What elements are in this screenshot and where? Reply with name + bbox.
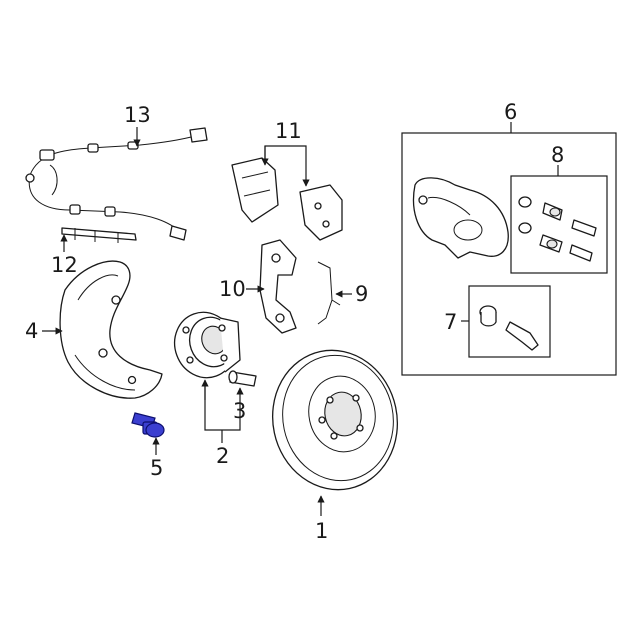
leader-lines: [42, 122, 559, 516]
callout-9: 9: [355, 282, 368, 306]
callout-numbers: 1 2 3 4 5 6 7 8 9 10 11 12 13: [25, 100, 564, 543]
shield-bolt-5: [131, 412, 165, 438]
callout-3: 3: [233, 399, 246, 423]
sensor-bracket-12: [61, 227, 137, 243]
bleeder-kit-7: [479, 305, 539, 351]
callout-6: 6: [504, 100, 517, 124]
anti-rattle-clip-9: [317, 261, 341, 325]
wheel-stud-3: [228, 370, 257, 387]
callout-7: 7: [444, 310, 457, 334]
callout-11: 11: [275, 119, 302, 143]
caliper-group-box-6: [401, 132, 617, 376]
brake-rotor-1: [271, 349, 399, 491]
dust-shield-4: [59, 260, 163, 399]
brake-pads-11: [231, 157, 343, 241]
callout-4: 4: [25, 319, 38, 343]
brake-caliper: [412, 177, 509, 259]
slide-pin-kit-box-8: [510, 175, 608, 274]
callout-8: 8: [551, 143, 564, 167]
caliper-bracket-10: [259, 239, 297, 334]
hub-bearing-2: [173, 311, 241, 379]
callout-2: 2: [216, 444, 229, 468]
slide-pin-kit-8: [518, 196, 597, 262]
callout-13: 13: [124, 103, 151, 127]
callout-5: 5: [150, 456, 163, 480]
callout-12: 12: [51, 253, 78, 277]
abs-sensor-wire-13: [25, 127, 208, 241]
callout-1: 1: [315, 519, 328, 543]
callout-10: 10: [219, 277, 246, 301]
